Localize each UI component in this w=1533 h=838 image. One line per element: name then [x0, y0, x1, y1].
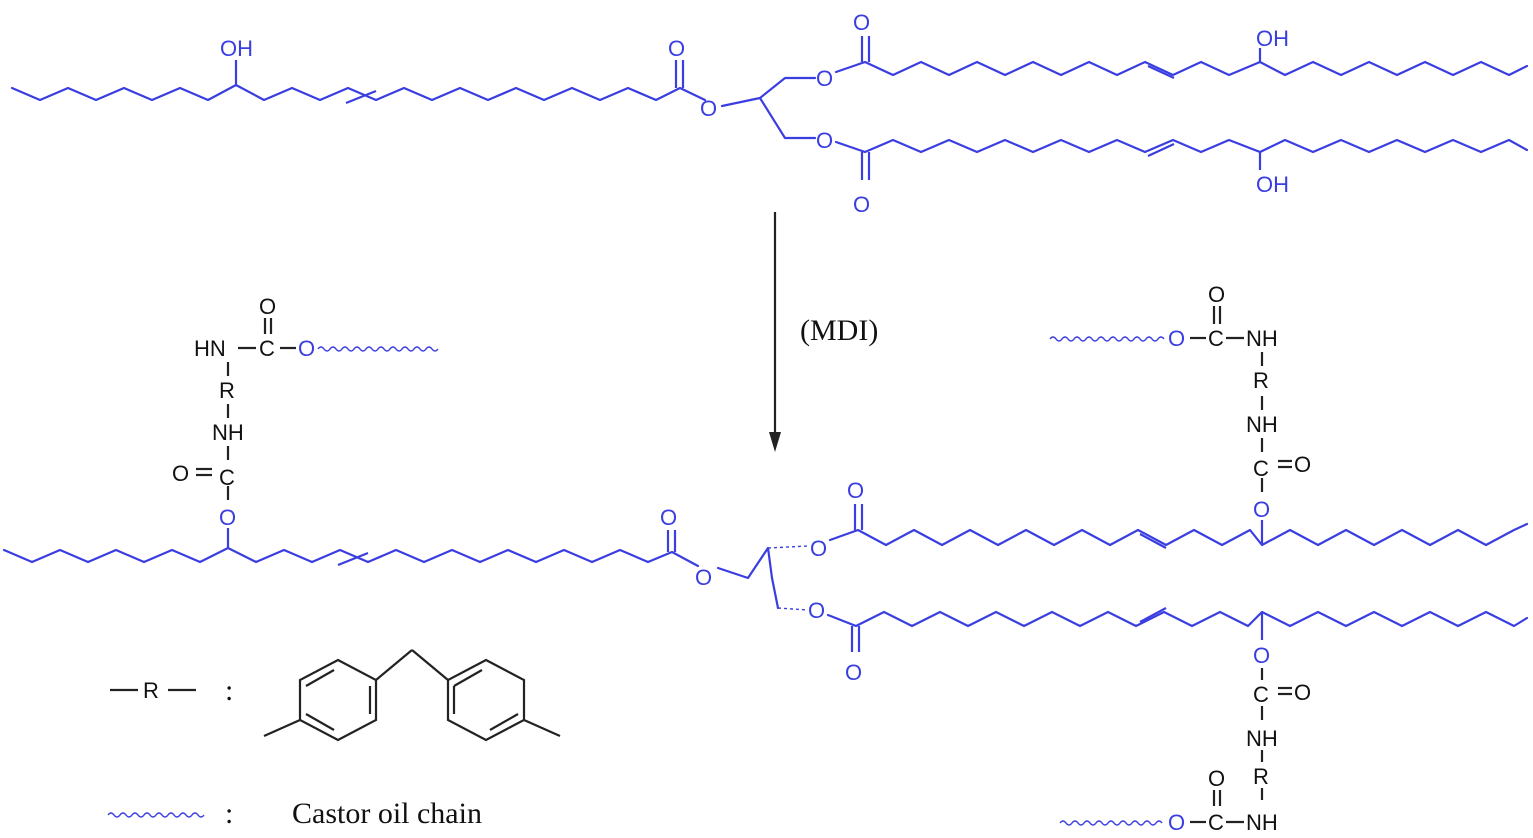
reagent-label: (MDI) — [800, 314, 878, 347]
legend: R : : Castor oil chain — [107, 649, 561, 830]
svg-text:C: C — [1253, 682, 1269, 707]
svg-text:O: O — [1168, 810, 1185, 835]
pu-left-ester-o: O — [695, 565, 712, 590]
arrow-head — [769, 432, 781, 452]
svg-text:O: O — [1208, 766, 1225, 791]
upper-ester-o: O — [816, 66, 833, 91]
lower-oh-label: OH — [1256, 172, 1289, 197]
svg-text:O: O — [1294, 680, 1311, 705]
glycerol-core — [720, 76, 817, 108]
left-castor-wave — [317, 346, 439, 352]
svg-text:R: R — [1253, 764, 1269, 789]
left-fatty-chain — [10, 83, 707, 102]
svg-text:NH: NH — [1246, 412, 1278, 437]
svg-text:O: O — [1168, 326, 1185, 351]
svg-text:NH: NH — [1246, 810, 1278, 835]
svg-text:C: C — [259, 336, 275, 361]
svg-text:O: O — [1294, 452, 1311, 477]
svg-text:O: O — [172, 461, 189, 486]
svg-text:O: O — [1208, 282, 1225, 307]
pu-left-fatty-chain — [2, 546, 700, 568]
pu-upper-carbonyl-o: O — [847, 478, 864, 503]
pu-lower-right-fatty-chain — [826, 610, 1529, 628]
lower-right-castor-wave — [1059, 820, 1163, 826]
lower-carbonyl-o: O — [853, 192, 870, 217]
lower-right-fatty-chain — [834, 138, 1529, 154]
svg-text:NH: NH — [1246, 726, 1278, 751]
left-urethane-branch: C O NH R HN C O O — [172, 294, 439, 500]
legend-r-symbol: R — [143, 678, 159, 703]
svg-text:C: C — [219, 465, 235, 490]
upper-right-urethane-branch: C O NH R NH C O O — [1049, 282, 1311, 492]
polyurethane-molecule: O O O C O NH R HN C O O — [2, 282, 1529, 835]
left-ester-o: O — [700, 96, 717, 121]
svg-text:R: R — [1253, 368, 1269, 393]
svg-text:NH: NH — [1246, 326, 1278, 351]
svg-text:O: O — [298, 336, 315, 361]
svg-text:O: O — [259, 294, 276, 319]
lower-right-urethane-branch: C O NH R NH C O O — [1059, 668, 1311, 835]
left-double-bond — [345, 89, 377, 105]
pu-glycerol-core — [716, 546, 780, 610]
mdi-structure — [263, 649, 561, 742]
upper-oh-label: OH — [1256, 26, 1289, 51]
pu-left-carbonyl-o: O — [660, 505, 677, 530]
pu-upper-right-fatty-chain — [828, 522, 1529, 547]
upper-right-fatty-chain — [834, 60, 1529, 77]
svg-text:NH: NH — [212, 420, 244, 445]
legend-castor-wave — [107, 812, 205, 818]
upper-double-bond — [1147, 65, 1175, 79]
pu-upper-ester-o: O — [810, 536, 827, 561]
legend-colon-r: : — [225, 674, 233, 707]
castor-oil-molecule: OH O O O O OH O O OH — [10, 10, 1529, 217]
pu-lower-carbonyl-o: O — [845, 660, 862, 685]
upper-right-castor-wave — [1049, 336, 1165, 342]
left-oh-label: OH — [220, 36, 253, 61]
pu-lower-ester-o: O — [808, 598, 825, 623]
svg-text:O: O — [1253, 643, 1270, 668]
reaction-arrow: (MDI) — [769, 212, 878, 452]
left-carbonyl-o: O — [668, 36, 685, 61]
pu-left-double-bond — [337, 551, 369, 567]
lower-double-bond — [1147, 143, 1175, 157]
svg-text:C: C — [1208, 326, 1224, 351]
legend-colon-chain: : — [225, 797, 233, 830]
legend-castor-label: Castor oil chain — [292, 797, 482, 830]
svg-text:C: C — [1208, 810, 1224, 835]
svg-text:R: R — [219, 378, 235, 403]
lower-ester-o: O — [816, 128, 833, 153]
svg-text:C: C — [1253, 456, 1269, 481]
svg-text:O: O — [1253, 497, 1270, 522]
svg-text:HN: HN — [194, 336, 226, 361]
pu-left-urethane-o: O — [219, 505, 236, 530]
upper-carbonyl-o: O — [853, 10, 870, 35]
